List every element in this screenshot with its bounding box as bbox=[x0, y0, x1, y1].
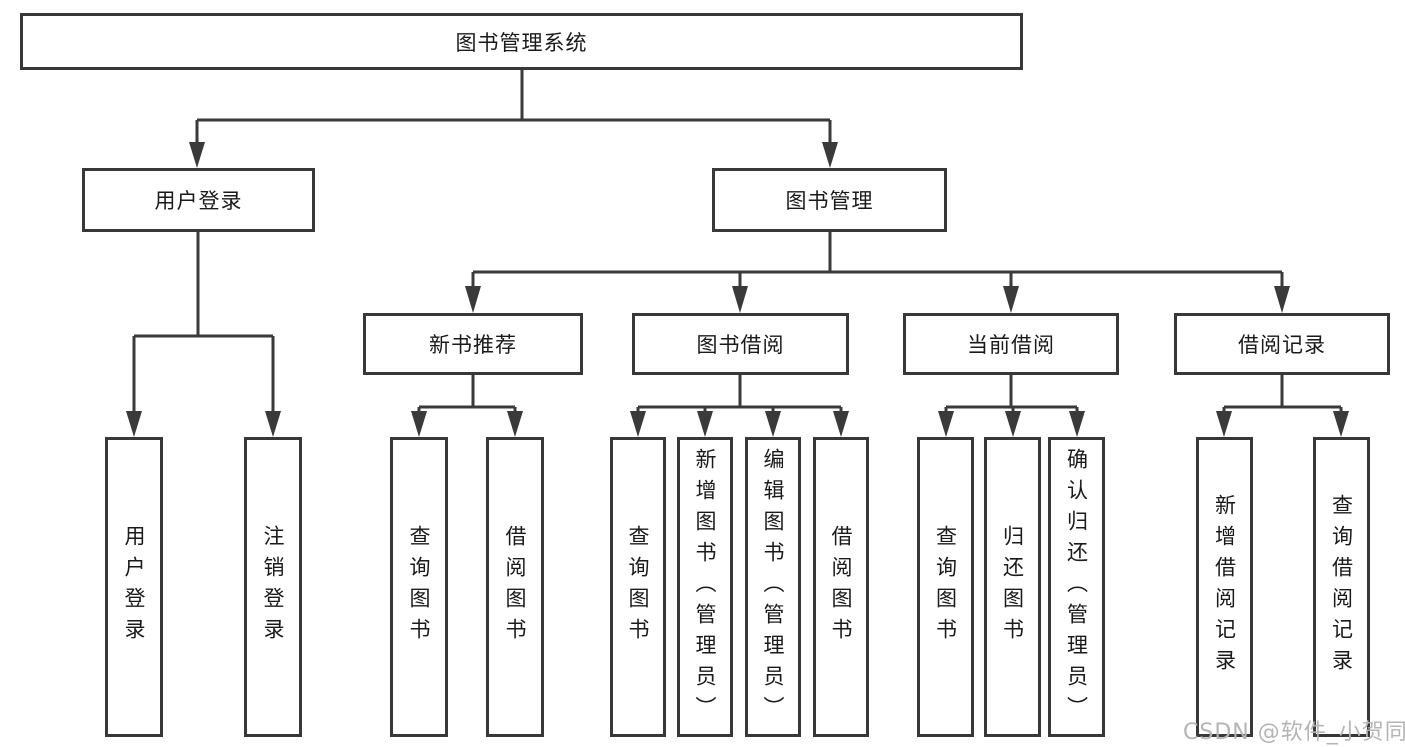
node-book-management: 图书管理 bbox=[712, 168, 947, 232]
node-root-system: 图书管理系统 bbox=[20, 13, 1023, 70]
leaf-user-login: 用户登录 bbox=[105, 437, 163, 737]
csdn-watermark: CSDN @软件_小贺同学 bbox=[1183, 720, 1405, 745]
leaf-query-book-borrow: 查询图书 bbox=[610, 437, 666, 737]
node-user-login: 用户登录 bbox=[82, 168, 315, 232]
arrowhead-icon bbox=[1005, 411, 1021, 437]
leaf-query-book-current: 查询图书 bbox=[917, 437, 974, 737]
node-new-book-recommend: 新书推荐 bbox=[363, 313, 583, 375]
arrowhead-icon bbox=[833, 411, 849, 437]
arrowhead-icon bbox=[465, 286, 481, 313]
arrowhead-icon bbox=[697, 411, 713, 437]
arrowhead-icon bbox=[1216, 411, 1232, 437]
leaf-query-borrow-record: 查询借阅记录 bbox=[1313, 437, 1370, 737]
arrowhead-icon bbox=[126, 411, 142, 437]
arrowhead-icon bbox=[938, 411, 954, 437]
leaf-add-book-admin: 新增图书（管理员） bbox=[677, 437, 733, 737]
leaf-query-book-recommend: 查询图书 bbox=[390, 437, 448, 737]
node-book-borrow: 图书借阅 bbox=[632, 313, 849, 375]
arrowhead-icon bbox=[1274, 286, 1290, 313]
node-current-borrow: 当前借阅 bbox=[903, 313, 1119, 375]
arrowhead-icon bbox=[765, 411, 781, 437]
arrowhead-icon bbox=[1069, 411, 1085, 437]
arrowhead-icon bbox=[411, 411, 427, 437]
leaf-return-book: 归还图书 bbox=[984, 437, 1041, 737]
leaf-edit-book-admin: 编辑图书（管理员） bbox=[745, 437, 801, 737]
leaf-borrow-book-recommend: 借阅图书 bbox=[486, 437, 544, 737]
arrowhead-icon bbox=[1003, 286, 1019, 313]
arrowhead-icon bbox=[630, 411, 646, 437]
arrowhead-icon bbox=[732, 286, 748, 313]
arrowhead-icon bbox=[265, 411, 281, 437]
arrowhead-icon bbox=[507, 411, 523, 437]
leaf-logout: 注销登录 bbox=[244, 437, 302, 737]
leaf-confirm-return-admin: 确认归还（管理员） bbox=[1048, 437, 1105, 737]
arrowhead-icon bbox=[189, 142, 205, 168]
node-borrow-records: 借阅记录 bbox=[1174, 313, 1390, 375]
arrowhead-icon bbox=[822, 142, 838, 168]
arrowhead-icon bbox=[1333, 411, 1349, 437]
leaf-borrow-book: 借阅图书 bbox=[813, 437, 869, 737]
leaf-add-borrow-record: 新增借阅记录 bbox=[1196, 437, 1253, 737]
